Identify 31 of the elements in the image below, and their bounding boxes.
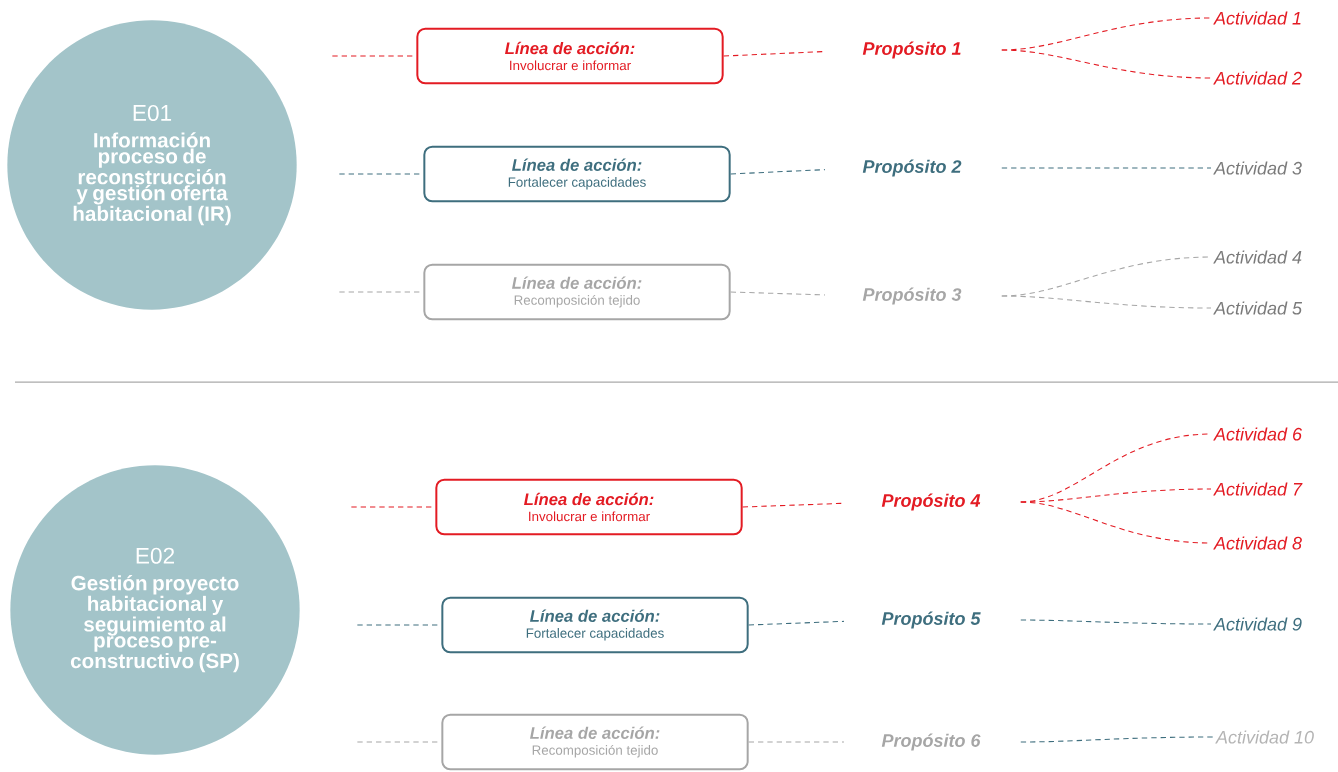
- connector-line: [730, 169, 826, 175]
- activity-label: Actividad 7: [1213, 482, 1303, 496]
- action-box: Línea de acción: Involucrar e informar: [416, 27, 724, 85]
- action-box: Línea de acción: Recomposición tejido: [441, 713, 749, 771]
- activity-label: Actividad 5: [1213, 301, 1303, 315]
- action-box: Línea de acción: Fortalecer capacidades: [423, 145, 731, 203]
- activity-label: Actividad 1: [1213, 11, 1301, 25]
- action-box: Línea de acción: Fortalecer capacidades: [441, 596, 749, 654]
- activity-label: Actividad 4: [1213, 250, 1302, 264]
- purpose-label: Propósito 3: [862, 287, 962, 305]
- activity-label: Actividad 6: [1213, 427, 1302, 441]
- connector-line: [1020, 736, 1214, 743]
- connector-line: [730, 291, 826, 296]
- connector-line: [742, 502, 845, 508]
- purpose-label: Propósito 4: [881, 493, 981, 511]
- activity-label: Actividad 2: [1213, 71, 1302, 85]
- connector-line: [723, 51, 826, 57]
- purpose-label: Propósito 5: [881, 611, 981, 629]
- action-box: Línea de acción: Involucrar e informar: [435, 478, 743, 536]
- purpose-label: Propósito 1: [862, 41, 961, 59]
- activity-label: Actividad 10: [1215, 730, 1314, 744]
- action-box: Línea de acción: Recomposición tejido: [423, 263, 731, 321]
- connector-line: [748, 741, 845, 743]
- connector-line: [1020, 619, 1212, 625]
- activity-label: Actividad 3: [1213, 161, 1302, 175]
- connector-line: [1001, 49, 1212, 79]
- activity-label: Actividad 8: [1213, 536, 1302, 550]
- connector-line: [748, 620, 845, 626]
- purpose-label: Propósito 2: [862, 159, 962, 177]
- activity-label: Actividad 9: [1213, 617, 1302, 631]
- purpose-label: Propósito 6: [881, 733, 981, 751]
